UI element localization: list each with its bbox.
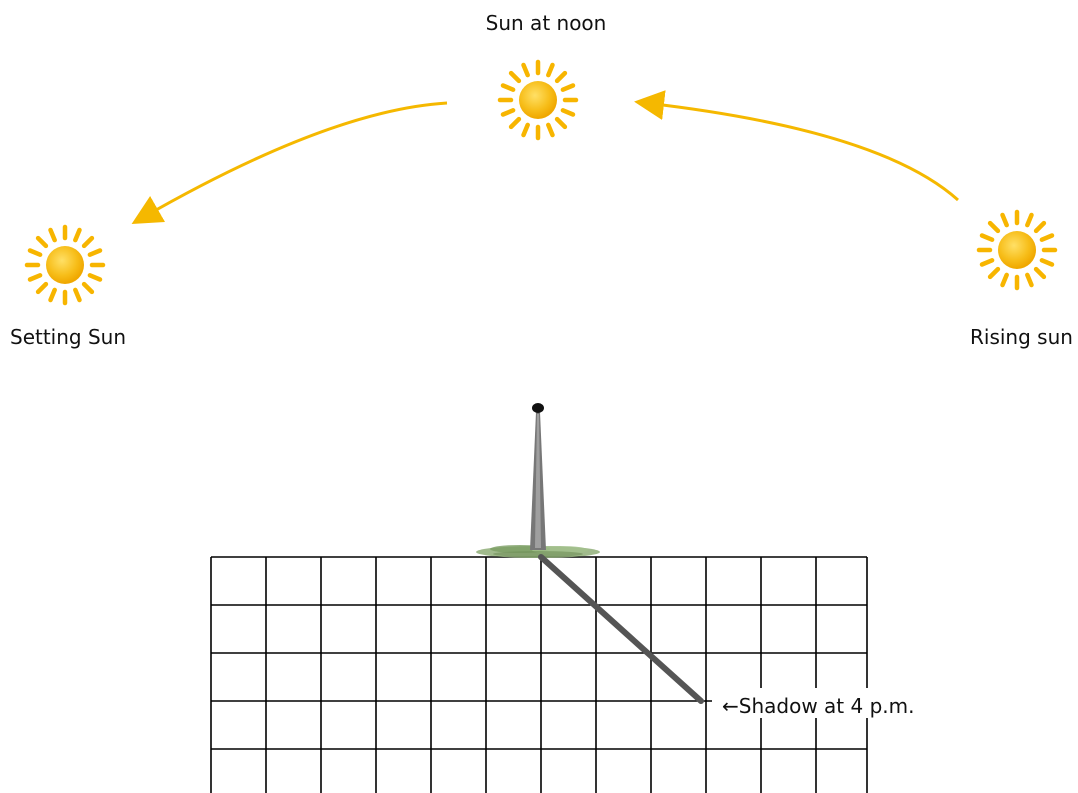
shadow-line: [538, 554, 704, 704]
pole-tip: [532, 403, 544, 413]
arc-noon-to-setting: [131, 101, 448, 224]
arc-rising-to-noon: [634, 90, 960, 202]
rising-label: Rising sun: [970, 325, 1073, 349]
shadow-label-background: [712, 688, 944, 718]
sun-icon-rising: [979, 212, 1055, 288]
shadow-label: ←Shadow at 4 p.m.: [722, 694, 914, 718]
sun-icon-setting: [27, 227, 103, 303]
gnomon-pole: [530, 403, 546, 550]
noon-label: Sun at noon: [486, 11, 607, 35]
grass-patch: [476, 545, 600, 558]
sun-icon-noon: [500, 62, 576, 138]
ground-grid: [210, 556, 868, 793]
setting-label: Setting Sun: [10, 325, 126, 349]
